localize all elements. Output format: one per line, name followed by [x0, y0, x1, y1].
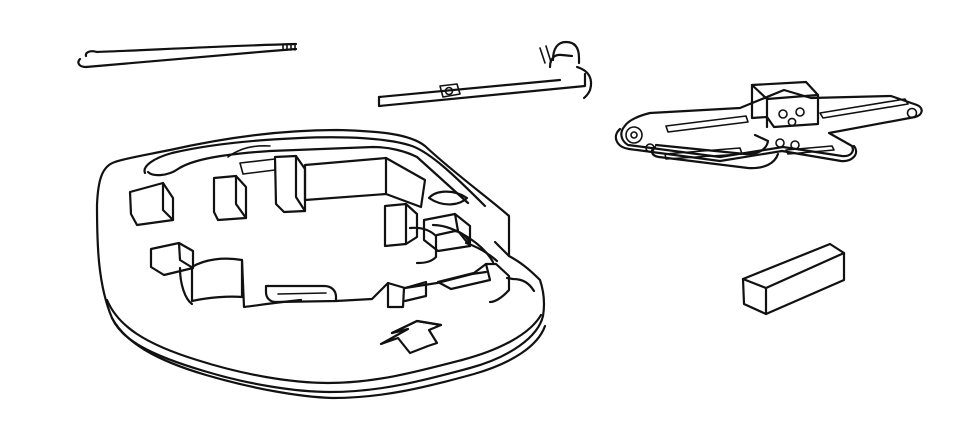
- tool-tray-icon: [95, 128, 547, 400]
- lug-wrench-icon: [377, 40, 593, 108]
- jack-handle-rod-icon: [77, 42, 298, 69]
- wheel-chock-block-icon: [741, 242, 846, 316]
- scissor-jack-icon: [614, 80, 923, 170]
